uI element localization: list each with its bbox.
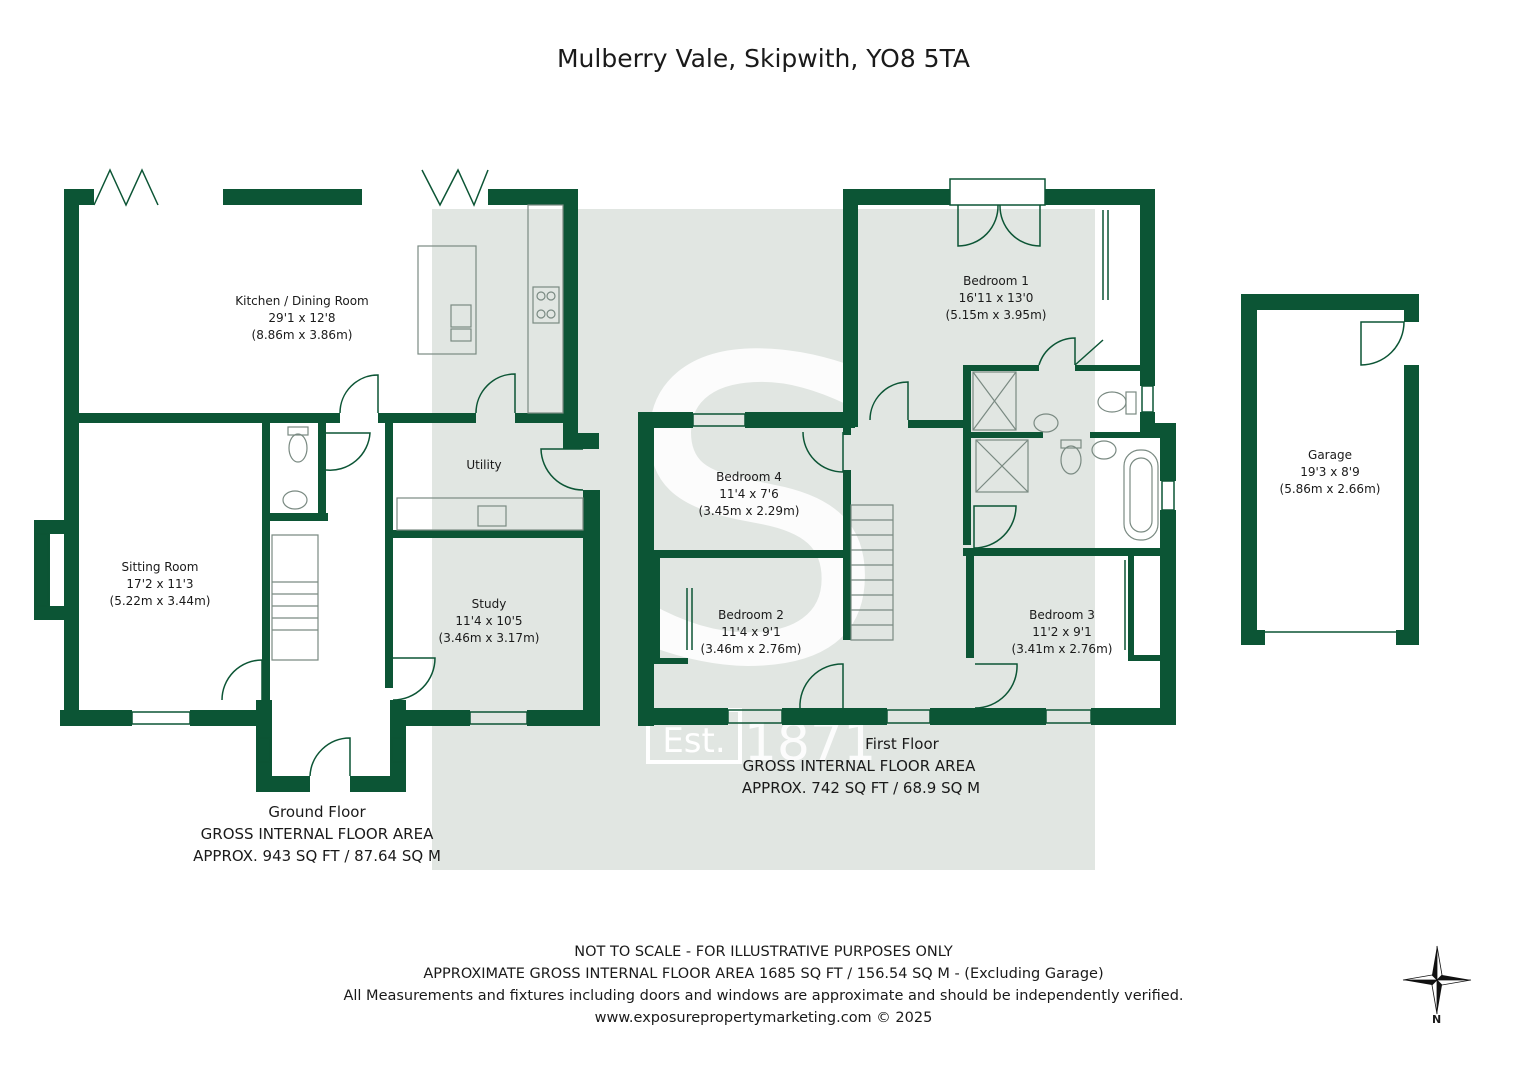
watermark-panel [432,209,1095,870]
floor-area: APPROX. 742 SQ FT / 68.9 SQ M [741,779,981,797]
room-name: Garage [1308,448,1352,462]
garage-openings [1265,321,1405,633]
floor-area-label: GROSS INTERNAL FLOOR AREA [200,825,434,843]
room-imperial: 29'1 x 12'8 [268,311,336,325]
room-metric: (3.41m x 2.76m) [1011,642,1113,656]
footer-website: www.exposurepropertymarketing.com © 2025 [594,1010,933,1026]
room-name: Bedroom 3 [1029,608,1095,622]
footer-measurements-note: All Measurements and fixtures including … [343,988,1184,1004]
room-sitting-room: Sitting Room 17'2 x 11'3 (5.22m x 3.44m) [90,559,230,610]
room-imperial: 11'2 x 9'1 [1032,625,1092,639]
room-metric: (5.86m x 2.66m) [1279,482,1381,496]
room-bedroom-4: Bedroom 4 11'4 x 7'6 (3.45m x 2.29m) [679,469,819,520]
garage-walls [1241,294,1419,645]
first-floor-openings [686,178,1175,724]
room-kitchen-dining: Kitchen / Dining Room 29'1 x 12'8 (8.86m… [212,293,392,344]
room-imperial: 16'11 x 13'0 [958,291,1034,305]
room-metric: (3.46m x 2.76m) [700,642,802,656]
footer-notes: NOT TO SCALE - FOR ILLUSTRATIVE PURPOSES… [0,941,1527,1029]
room-name: Sitting Room [121,560,199,574]
compass-icon [1402,945,1472,1015]
compass-north-label: N [1432,1013,1442,1026]
ground-floor-caption: Ground Floor GROSS INTERNAL FLOOR AREA A… [167,801,467,867]
room-name: Study [471,597,507,611]
room-metric: (8.86m x 3.86m) [251,328,353,342]
room-garage: Garage 19'3 x 8'9 (5.86m x 2.66m) [1265,447,1395,498]
room-bedroom-1: Bedroom 1 16'11 x 13'0 (5.15m x 3.95m) [926,273,1066,324]
first-floor-walls [638,189,1176,726]
room-imperial: 11'4 x 7'6 [719,487,779,501]
room-utility: Utility [444,457,524,474]
room-name: Utility [466,458,502,472]
floor-label: First Floor [865,735,939,753]
ground-floor-openings [35,168,584,777]
floor-area-label: GROSS INTERNAL FLOOR AREA [742,757,976,775]
room-study: Study 11'4 x 10'5 (3.46m x 3.17m) [419,596,559,647]
room-imperial: 17'2 x 11'3 [126,577,194,591]
first-floor-fixtures [850,371,1159,641]
room-metric: (3.46m x 3.17m) [438,631,540,645]
room-metric: (3.45m x 2.29m) [698,504,800,518]
first-floor-caption: First Floor GROSS INTERNAL FLOOR AREA AP… [742,733,1056,799]
watermark-est: Est. [662,721,725,761]
ground-floor-walls [34,189,600,792]
room-metric: (5.15m x 3.95m) [945,308,1047,322]
room-imperial: 19'3 x 8'9 [1300,465,1360,479]
footer-total-area: APPROXIMATE GROSS INTERNAL FLOOR AREA 16… [423,966,1104,982]
room-bedroom-3: Bedroom 3 11'2 x 9'1 (3.41m x 2.76m) [992,607,1132,658]
room-metric: (5.22m x 3.44m) [109,594,211,608]
room-name: Kitchen / Dining Room [235,294,369,308]
floor-label: Ground Floor [268,803,366,821]
room-name: Bedroom 1 [963,274,1029,288]
room-imperial: 11'4 x 10'5 [455,614,523,628]
room-name: Bedroom 2 [718,608,784,622]
ground-floor-fixtures [271,204,584,661]
room-imperial: 11'4 x 9'1 [721,625,781,639]
floor-area: APPROX. 943 SQ FT / 87.64 SQ M [193,847,441,865]
room-bedroom-2: Bedroom 2 11'4 x 9'1 (3.46m x 2.76m) [681,607,821,658]
footer-disclaimer: NOT TO SCALE - FOR ILLUSTRATIVE PURPOSES… [574,944,953,960]
room-name: Bedroom 4 [716,470,782,484]
page-title: Mulberry Vale, Skipwith, YO8 5TA [556,44,971,73]
